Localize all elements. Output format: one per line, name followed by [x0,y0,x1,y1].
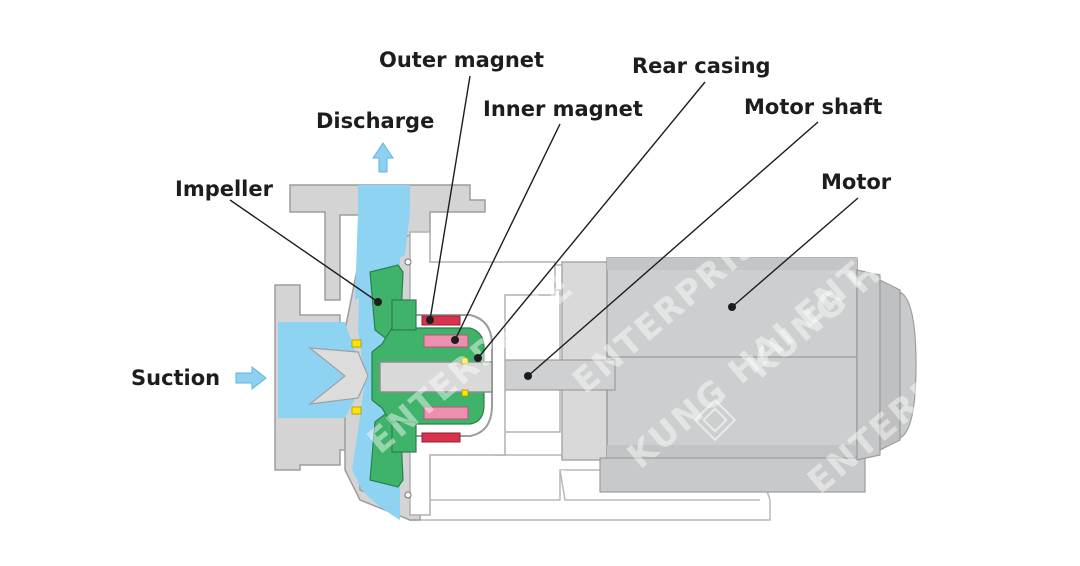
spindle [379,361,493,393]
label-motor-shaft: Motor shaft [744,95,882,119]
watermark-logo-icon [693,398,737,442]
label-discharge: Discharge [316,109,434,133]
impeller-eye [307,347,369,405]
discharge-arrow-icon [372,142,394,173]
leader-motor-shaft [527,121,819,377]
label-inner-magnet: Inner magnet [483,97,643,121]
outer-magnet [421,315,461,443]
bearings [351,339,469,415]
label-impeller: Impeller [175,177,274,201]
leader-rear-casing [477,81,706,359]
label-outer-magnet: Outer magnet [379,48,544,72]
o-rings [404,258,412,499]
label-rear-casing: Rear casing [632,54,771,78]
label-suction: Suction [131,366,220,390]
leader-motor [731,197,859,308]
motor-body [494,257,917,493]
suction-arrow-icon [235,365,267,391]
labels: Outer magnet Rear casing Inner magnet Mo… [131,48,892,390]
leader-inner-magnet [454,123,561,341]
leader-outer-magnet [429,75,471,321]
label-motor: Motor [821,170,892,194]
leader-impeller [229,199,379,303]
leader-lines [229,75,859,380]
